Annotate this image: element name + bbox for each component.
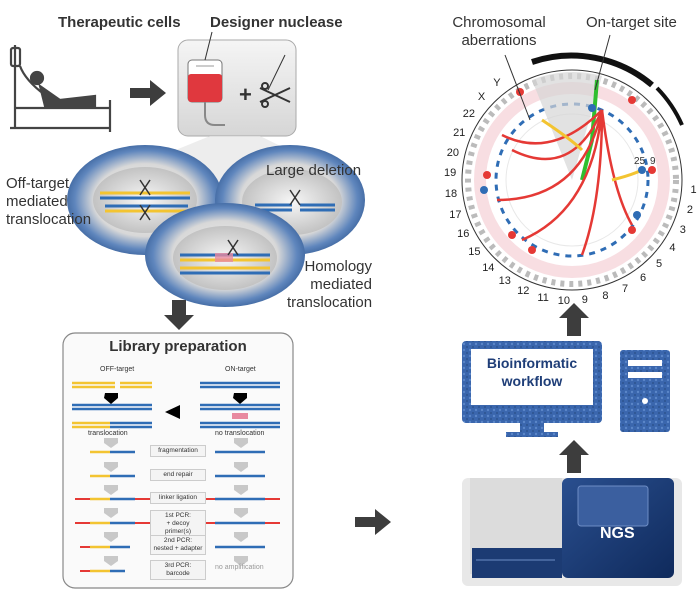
- off-target-line-3: translocation: [6, 211, 92, 228]
- chromosome-label: 15: [468, 246, 481, 259]
- designer-nuclease-title: Designer nuclease: [210, 14, 343, 31]
- chromosome-label: 5: [655, 258, 663, 271]
- chromosome-label: 22: [462, 107, 475, 120]
- zoom-label-25: 25: [634, 156, 646, 167]
- chromosome-label: 17: [449, 208, 462, 221]
- computer-tower-icon: [620, 350, 670, 432]
- off-target-line-2: mediated: [6, 193, 68, 210]
- pcr1-line-2: + decoy primer(s): [165, 520, 191, 535]
- arrow-icon: [559, 440, 589, 473]
- pcr2-line-2: nested + adapter: [153, 545, 203, 552]
- on-target-column-label: ON-target: [225, 366, 256, 373]
- homology-line-2: mediated: [310, 276, 372, 293]
- step-pcr2: 2nd PCR: nested + adapter: [150, 535, 206, 555]
- homology-line-1: Homology: [304, 258, 372, 275]
- homology-line-3: translocation: [287, 294, 373, 311]
- step-end-repair: end repair: [150, 469, 206, 481]
- translocation-label: translocation: [88, 430, 128, 437]
- scissors-icon: [259, 82, 291, 108]
- step-linker-ligation: linker ligation: [150, 492, 206, 504]
- patient-icon: [9, 45, 112, 132]
- chromosome-label: 20: [446, 146, 460, 159]
- chromosome-label: 19: [444, 167, 457, 180]
- chromosome-label: 14: [482, 261, 495, 274]
- large-deletion-label: Large deletion: [266, 162, 362, 179]
- cut-scissors-icon: [139, 179, 301, 256]
- svg-text:+: +: [239, 82, 252, 107]
- off-target-line-1: Off-target: [6, 175, 70, 192]
- ngs-label: NGS: [600, 525, 635, 542]
- arrow-icon: [164, 300, 194, 330]
- pcr1-line-1: 1st PCR:: [164, 512, 191, 519]
- computer-monitor-icon: [462, 341, 602, 437]
- cell-homology: [145, 203, 305, 307]
- aberrations-line-1: Chromosomal: [452, 14, 546, 31]
- chromosome-label: 6: [640, 272, 647, 285]
- library-title: Library preparation: [109, 338, 247, 355]
- homology-label: Homology mediated translocation: [287, 258, 372, 312]
- ngs-sequencer-icon: [462, 478, 682, 586]
- on-target-site-label: On-target site: [586, 14, 677, 31]
- step-pcr3: 3rd PCR: barcode: [150, 560, 206, 580]
- chromosome-label: 13: [498, 274, 511, 287]
- step-fragmentation: fragmentation: [150, 445, 206, 457]
- off-target-label: Off-target mediated translocation: [6, 175, 91, 229]
- pcr3-line-1: 3rd PCR:: [164, 562, 192, 569]
- chromosome-label: 4: [669, 242, 676, 255]
- chromosome-label: 9: [581, 294, 588, 307]
- no-translocation-label: no translocation: [215, 430, 265, 437]
- chromosome-label: 10: [557, 294, 570, 307]
- arrow-icon: [355, 509, 391, 535]
- therapeutic-cells-title: Therapeutic cells: [58, 14, 181, 31]
- chromosome-label: 11: [537, 291, 549, 304]
- circos-plot: [461, 52, 684, 291]
- chromosome-label: 16: [457, 228, 470, 241]
- chromosome-label: 18: [444, 188, 458, 201]
- chromosome-label: Y: [493, 76, 501, 89]
- chromosome-label: 7: [622, 282, 629, 295]
- arrow-icon: [559, 303, 589, 336]
- zoom-label-9: 9: [650, 156, 656, 167]
- chromosome-label: 1: [690, 183, 697, 196]
- step-pcr1: 1st PCR: + decoy primer(s): [150, 510, 206, 538]
- chromosome-label: 2: [686, 204, 693, 217]
- aberrations-line-2: aberrations: [461, 32, 537, 49]
- arrow-icon: [130, 80, 166, 106]
- chromosome-label: 3: [679, 224, 686, 237]
- bioinformatic-line-2: workflow: [501, 373, 563, 389]
- chromosome-label: 12: [517, 284, 530, 297]
- no-amplification-label: no amplification: [215, 564, 264, 571]
- off-target-column-label: OFF-target: [100, 366, 135, 373]
- chromosomal-aberrations-label: Chromosomal aberrations: [444, 14, 554, 50]
- bioinformatic-line-1: Bioinformatic: [486, 355, 578, 371]
- library-schematic: [72, 381, 280, 573]
- chromosome-label: 21: [453, 126, 466, 139]
- pcr3-line-2: barcode: [166, 570, 190, 577]
- chromosome-label: X: [477, 91, 486, 104]
- pcr2-line-1: 2nd PCR:: [163, 537, 193, 544]
- bioinformatic-workflow-label: Bioinformatic workflow: [471, 354, 593, 390]
- chromosome-label: 8: [602, 290, 609, 303]
